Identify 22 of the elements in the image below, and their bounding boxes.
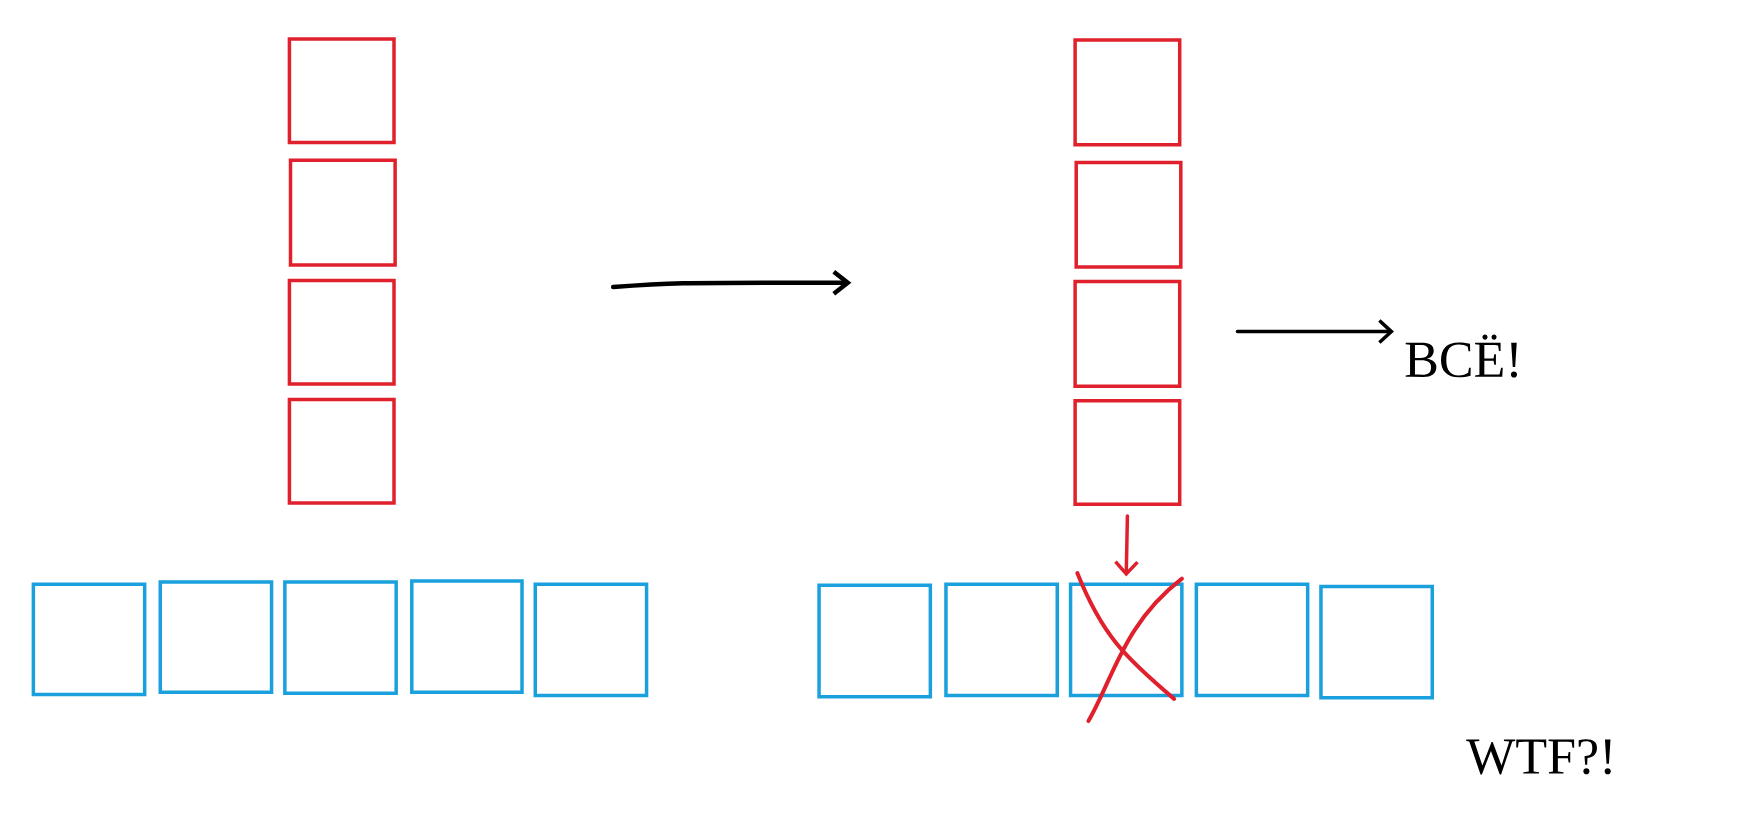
square-box — [1074, 160, 1183, 269]
square-box — [31, 582, 147, 697]
square-box — [533, 582, 649, 698]
square-box — [1319, 584, 1434, 700]
square-box — [1073, 398, 1182, 506]
square-box — [817, 583, 933, 699]
square-box — [283, 580, 398, 696]
square-box — [287, 397, 396, 505]
square-box — [410, 579, 524, 694]
exclamation-text: WTF?! — [1466, 739, 1611, 775]
square-box — [944, 582, 1059, 698]
square-box — [287, 278, 396, 386]
arrow — [1235, 319, 1394, 344]
square-box — [287, 37, 396, 145]
square-box — [1068, 582, 1184, 698]
square-box — [1073, 279, 1182, 388]
square-box — [288, 158, 397, 267]
square-box — [1194, 582, 1310, 698]
square-box — [1073, 38, 1182, 147]
arrow — [1114, 514, 1139, 577]
exclamation-text: ВСЁ! — [1405, 334, 1518, 378]
square-box — [158, 580, 274, 694]
